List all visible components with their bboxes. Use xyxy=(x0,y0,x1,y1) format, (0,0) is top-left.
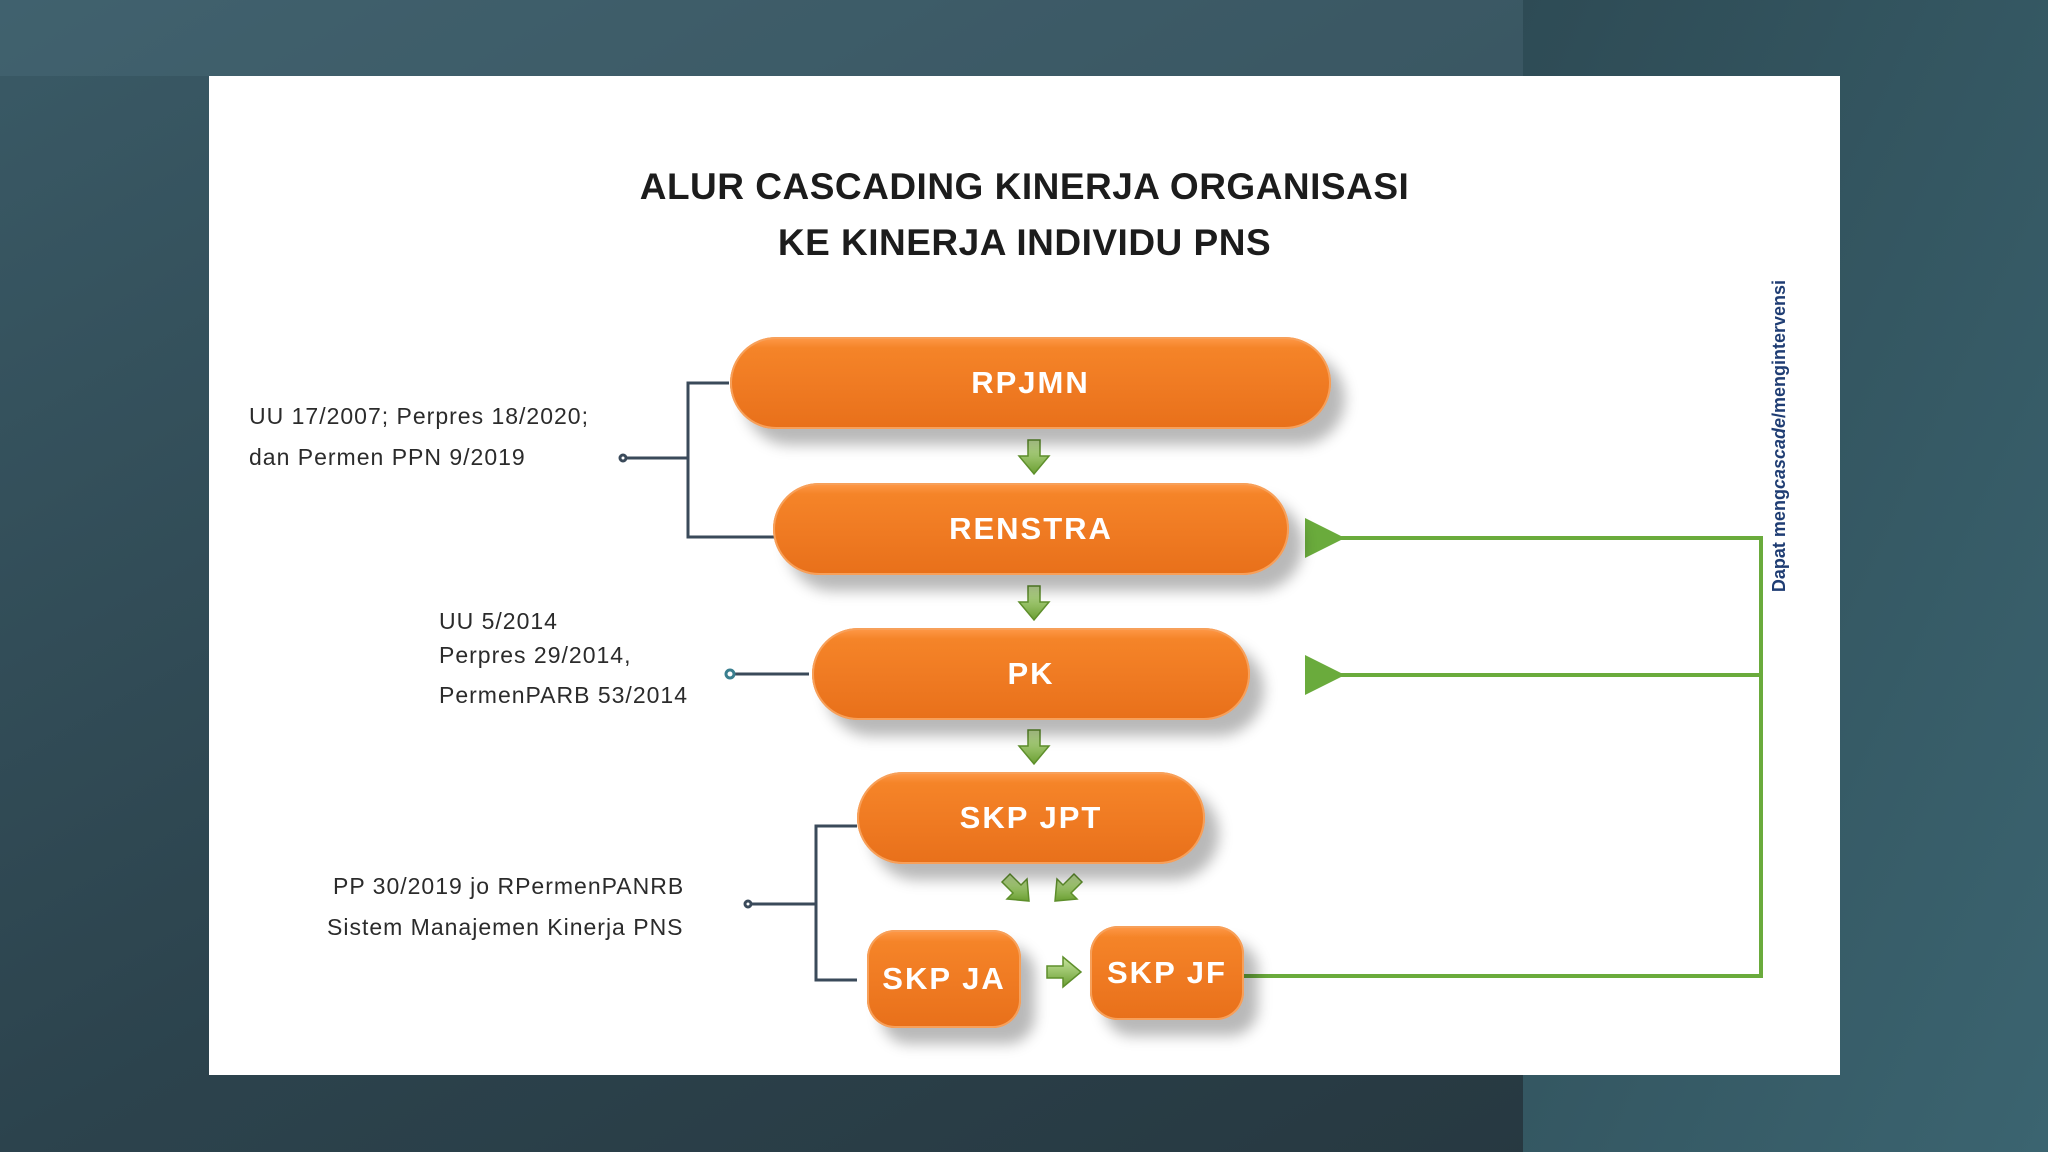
node-skp-jpt: SKP JPT xyxy=(857,772,1205,864)
side-label-italic: cascade xyxy=(1769,417,1789,490)
down-right-arrow xyxy=(1054,872,1084,902)
side-label-prefix: Dapat meng xyxy=(1769,489,1789,593)
node-renstra: RENSTRA xyxy=(773,483,1289,575)
reference-group-1-line-2: dan Permen PPN 9/2019 xyxy=(249,444,526,470)
down-arrow-1 xyxy=(1017,439,1051,476)
reference-group-2-line-3: PermenPARB 53/2014 xyxy=(439,682,688,708)
bracket-group-2 xyxy=(724,668,809,680)
reference-group-2-line-1: UU 5/2014 xyxy=(439,608,558,634)
feedback-line xyxy=(1244,518,1763,978)
node-pk: PK xyxy=(812,628,1250,720)
node-skp-ja: SKP JA xyxy=(867,930,1021,1028)
reference-group-2-line-2: Perpres 29/2014, xyxy=(439,642,632,668)
down-arrow-2 xyxy=(1017,585,1051,622)
side-label-suffix: /mengintervensi xyxy=(1769,279,1789,418)
diagram-title-line-1: ALUR CASCADING KINERJA ORGANISASI xyxy=(639,166,1410,207)
connector-lines xyxy=(618,381,1763,989)
down-arrow-3 xyxy=(1017,729,1051,766)
bracket-group-1 xyxy=(618,381,774,539)
node-skp-jf: SKP JF xyxy=(1090,926,1244,1020)
reference-group-3-line-1: PP 30/2019 jo RPermenPANRB xyxy=(333,873,685,899)
node-rpjmn: RPJMN xyxy=(730,337,1331,429)
right-arrow xyxy=(1046,955,1083,989)
reference-group-3-line-2: Sistem Manajemen Kinerja PNS xyxy=(327,914,684,940)
reference-group-1-line-1: UU 17/2007; Perpres 18/2020; xyxy=(249,403,589,429)
slide: ALUR CASCADING KINERJA ORGANISASI KE KIN… xyxy=(209,76,1840,1075)
side-label: Dapat mengcascade/mengintervensi xyxy=(1769,256,1795,616)
down-left-arrow xyxy=(1000,872,1030,902)
bracket-group-3 xyxy=(743,824,857,982)
diagram-title-line-2: KE KINERJA INDIVIDU PNS xyxy=(777,222,1272,263)
